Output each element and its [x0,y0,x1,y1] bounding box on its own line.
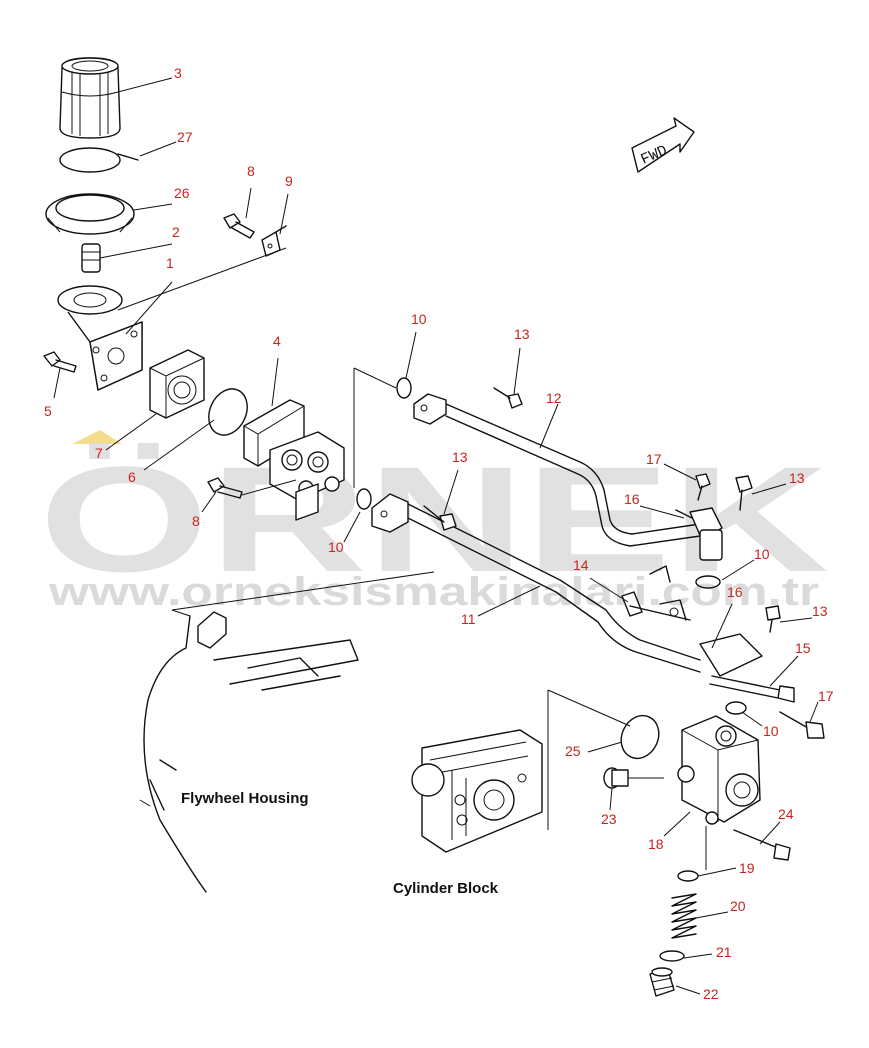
callout-13-mid: 13 [452,449,468,465]
callout-9: 9 [285,173,293,189]
nipple-part [81,243,101,273]
bolt-13c-part [735,475,753,511]
spring-20-part [671,893,697,939]
callout-6: 6 [128,469,136,485]
bolt-24-part [733,829,791,861]
callout-numbers: 3 27 26 2 1 8 9 5 4 7 6 8 10 13 12 13 10… [44,65,834,1002]
flywheel-housing-label: Flywheel Housing [181,790,309,807]
callout-11: 11 [461,611,476,627]
filter-head-part [57,285,143,391]
clamp-part [621,565,691,621]
callout-12: 12 [546,390,562,406]
gasket-6-part [208,388,248,436]
bolt-17b-part [779,711,825,739]
filter-ring-part [59,147,139,173]
callout-4: 4 [273,333,281,349]
o-ring-25-part [620,714,660,760]
callout-5: 5 [44,403,52,419]
callout-18: 18 [648,836,664,852]
watermark-accent-mark [72,430,122,444]
callout-16-top: 16 [624,491,640,507]
callout-26: 26 [174,185,190,201]
callout-7: 7 [95,445,103,461]
leader-lines [53,77,819,995]
callout-23: 23 [601,811,617,827]
callout-2: 2 [172,224,180,240]
callout-14: 14 [573,557,589,573]
plug-23-part [603,767,629,789]
callout-13-right: 13 [789,470,805,486]
callout-19: 19 [739,860,755,876]
callout-24: 24 [778,806,794,822]
bolt-16-part [675,509,693,519]
o-ring-10d-part [725,701,747,715]
bolt-5-part [43,351,77,373]
callout-10-mid: 10 [328,539,344,555]
bolt-15-part [709,675,795,703]
callout-15: 15 [795,640,811,656]
callout-17-top: 17 [646,451,662,467]
o-ring-10a-part [396,377,412,399]
watermark: ÖRNEK www.orneksismakinalari.com.tr [39,430,829,614]
callout-13-lower: 13 [812,603,828,619]
flywheel-housing-sketch [139,611,359,893]
callout-16-lower: 16 [727,584,743,600]
callout-13-top: 13 [514,326,530,342]
forward-arrow-icon: FWD [631,117,695,173]
callout-8-top: 8 [247,163,255,179]
callout-10-upper: 10 [411,311,427,327]
bolt-13d-part [765,605,781,633]
callout-27: 27 [177,129,193,145]
ring-21-part [659,950,685,962]
cooler-body-part [243,399,345,521]
oil-filter-part [59,57,121,139]
cylinder-block-label: Cylinder Block [393,880,499,897]
callout-1: 1 [166,255,174,271]
washer-19-part [677,870,699,882]
bolt-8-top-part [223,213,255,239]
bolt-8-lower-part [207,477,243,499]
bracket-part [261,225,287,257]
watermark-url: www.orneksismakinalari.com.tr [48,570,819,614]
pipe-12-part [413,393,723,561]
callout-10-lower: 10 [763,723,779,739]
callout-17-lower: 17 [818,688,834,704]
spacer-part [149,349,205,419]
callout-22: 22 [703,986,719,1002]
callout-21: 21 [716,944,732,960]
o-ring-10c-part [695,575,721,589]
callout-10-right: 10 [754,546,770,562]
callout-20: 20 [730,898,746,914]
bolt-13b-part [423,505,457,531]
bolt-17a-part [695,473,711,501]
callout-3: 3 [174,65,182,81]
cylinder-block-sketch [411,729,543,853]
valve-body-part [677,715,761,825]
o-ring-10b-part [356,488,372,510]
callout-8-lower: 8 [192,513,200,529]
pipe-11-part [371,493,763,677]
plug-22-part [649,967,675,997]
bolt-13a-part [493,387,523,409]
callout-25: 25 [565,743,581,759]
filter-plate-part [45,193,135,235]
